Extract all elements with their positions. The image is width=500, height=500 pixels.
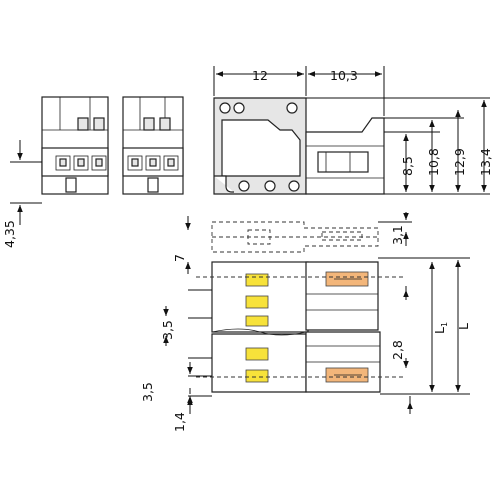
dim-12-9-label: 12,9 — [452, 148, 467, 176]
dim-2-8-label: 2,8 — [390, 340, 405, 360]
dim-1-4: 1,4 — [172, 388, 413, 432]
dim-4-35-label: 4,35 — [2, 220, 17, 248]
dim-verticals-right: 8,5 10,8 12,9 13,4 — [306, 97, 493, 195]
dim-3-1: 3,1 — [378, 212, 412, 246]
dim-l1: L1 — [429, 262, 449, 392]
side-view — [213, 97, 385, 195]
dim-3-1-label: 3,1 — [390, 225, 405, 245]
dim-7: 7 — [172, 216, 191, 274]
top-view-lower-connector — [211, 328, 381, 393]
dim-3-5-upper-label: 3,5 — [160, 320, 175, 340]
dim-l1-label: L1 — [432, 322, 449, 334]
dim-8-5-label: 8,5 — [400, 156, 415, 176]
reference-lines — [188, 257, 470, 397]
front-view-right — [122, 96, 184, 195]
dashed-mating-part — [211, 221, 379, 253]
dim-l1-subscript: 1 — [440, 322, 449, 327]
dim-l-label: L — [456, 323, 471, 330]
top-view-upper-connector — [211, 261, 379, 333]
dim-12: 12 — [213, 66, 307, 96]
front-view-left — [41, 96, 109, 195]
dim-10-8-label: 10,8 — [426, 148, 441, 176]
dim-10-3-label: 10,3 — [330, 68, 358, 83]
dim-12-label: 12 — [252, 68, 268, 83]
dim-10-3: 10,3 — [308, 66, 385, 116]
dim-l1-main: L — [432, 327, 447, 334]
dim-3-5-upper: 3,5 — [160, 306, 175, 346]
dim-l: L — [455, 260, 471, 392]
dim-7-label: 7 — [172, 254, 187, 262]
dim-13-4-label: 13,4 — [478, 148, 493, 176]
dim-3-5-lower: 3,5 — [140, 362, 193, 404]
dim-4-35: 4,35 — [2, 140, 42, 248]
dim-2-8: 2,8 — [390, 286, 409, 368]
dim-1-4-label: 1,4 — [172, 412, 187, 432]
dim-3-5-lower-label: 3,5 — [140, 382, 155, 402]
